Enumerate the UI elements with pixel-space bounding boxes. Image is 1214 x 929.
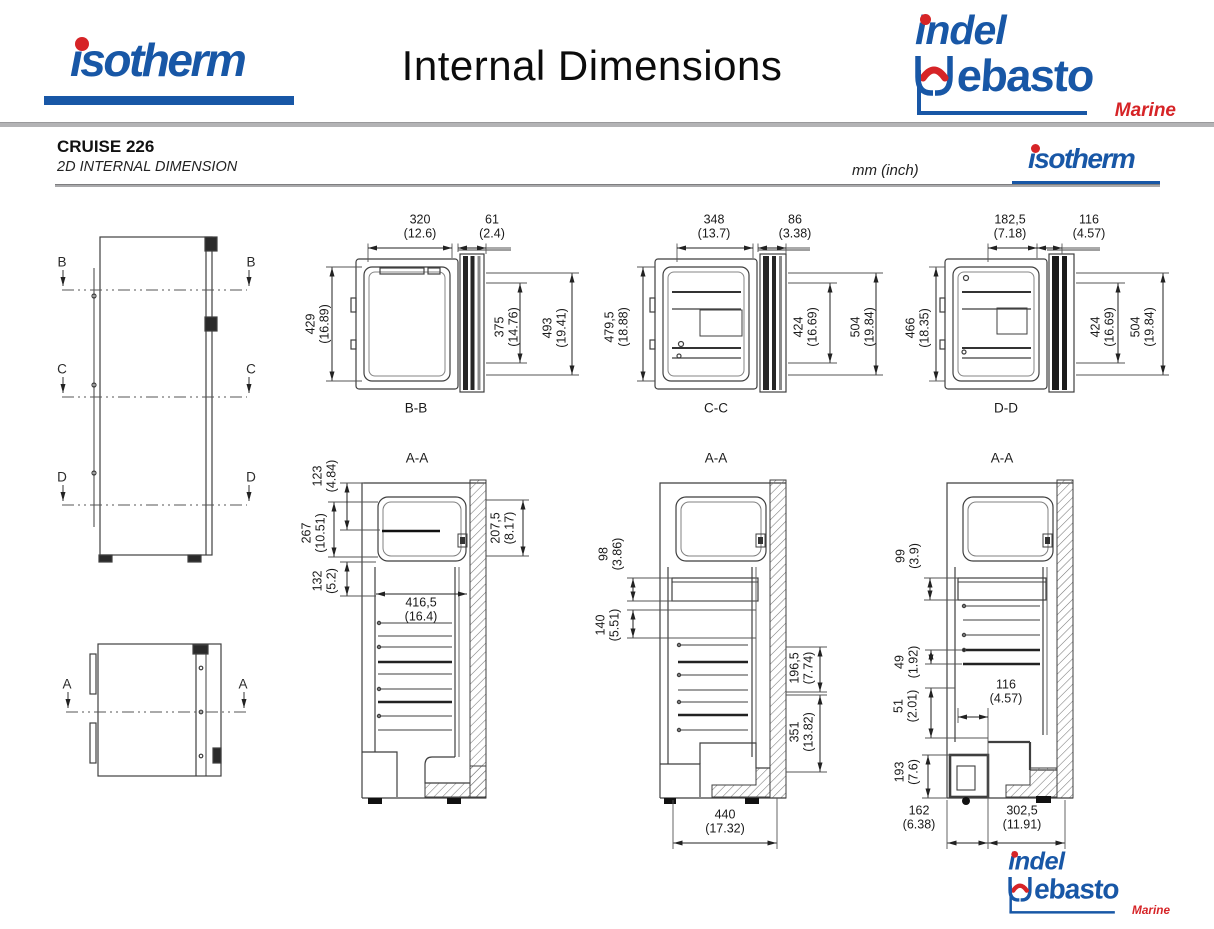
- webasto-logo-text: ebasto: [1033, 873, 1120, 905]
- section-aa1-extension-lines: [328, 482, 529, 597]
- section-title-aa1: A-A: [405, 450, 429, 466]
- isotherm-logo-text: isotherm: [1028, 143, 1136, 174]
- dim-aa3-bottom-left-width: 162(6.38): [902, 803, 936, 832]
- cut-label-b-right: B: [246, 254, 256, 270]
- plan-view-cut-line: [65, 692, 247, 713]
- side-view-drawing: [91, 236, 218, 563]
- indel-logo-dot-icon: [1011, 850, 1019, 858]
- indel-webasto-logo: indel ebasto Marine: [905, 6, 1190, 121]
- dim-aa2-bottom-width: 440(17.32): [705, 807, 745, 836]
- webasto-logo-rule: [1009, 885, 1012, 913]
- section-aa1-dim-lines: [331, 483, 526, 597]
- dim-bb-interior-depth: 320(12.6): [403, 212, 437, 241]
- subheader-divider: [55, 184, 1160, 187]
- isotherm-logo: isotherm: [44, 28, 296, 112]
- dim-aa1-top-offset: 123(4.84): [310, 459, 339, 493]
- dim-aa2-bin-height: 98(3.86): [596, 537, 625, 571]
- section-dd-drawing: [939, 249, 1100, 393]
- dim-dd-overall-height: 504(19.84): [1128, 307, 1157, 347]
- section-title-bb: B-B: [404, 400, 428, 416]
- dim-aa2-upper-right: 196,5(7.74): [787, 651, 816, 685]
- section-title-aa3: A-A: [990, 450, 1014, 466]
- plan-view-drawing: [89, 643, 222, 777]
- sheet-subtitle: 2D INTERNAL DIMENSION: [57, 159, 238, 175]
- dim-aa2-shelf-gap: 140(5.51): [593, 608, 622, 642]
- section-cc-extension-lines: [637, 243, 883, 382]
- cut-label-a-left: A: [62, 676, 72, 692]
- dim-aa1-freezer-depth: 207,5(8.17): [488, 511, 517, 545]
- dim-cc-door-inner-height: 424(16.69): [791, 307, 820, 347]
- section-aa2-dim-lines: [630, 578, 823, 846]
- indel-logo-dot-icon: [920, 14, 931, 25]
- indel-webasto-logo-footer: indel ebasto Marine: [1002, 846, 1179, 917]
- section-cc-dim-lines: [640, 245, 879, 381]
- side-view-cut-arrows: [60, 270, 252, 501]
- cut-label-c-right: C: [246, 361, 256, 377]
- model-name: CRUISE 226: [57, 137, 155, 156]
- dim-aa3-bottom-right-width: 302,5(11.91): [1002, 803, 1042, 832]
- header-divider: [0, 122, 1214, 127]
- isotherm-logo-text: isotherm: [70, 34, 247, 86]
- webasto-logo-rule: [917, 70, 921, 114]
- section-dd-dim-lines: [933, 245, 1166, 381]
- units-note: mm (inch): [852, 162, 919, 179]
- section-title-dd: D-D: [994, 400, 1018, 416]
- section-aa3-extension-lines: [922, 577, 1066, 849]
- indel-logo-text: indel: [915, 7, 1007, 53]
- dim-dd-interior-depth: 182,5(7.18): [993, 212, 1027, 241]
- section-cc-drawing: [649, 249, 810, 393]
- webasto-logo-underline: [917, 111, 1087, 115]
- isotherm-logo-small: isotherm: [1012, 139, 1164, 187]
- dim-aa3-shelf-gap-2: 51(2.01): [891, 689, 920, 723]
- cut-label-d-right: D: [246, 469, 256, 485]
- section-aa3-dim-lines: [925, 578, 1065, 846]
- section-aa3-drawing: [946, 479, 1074, 805]
- section-bb-dim-lines: [329, 245, 575, 381]
- section-aa2-extension-lines: [627, 577, 827, 849]
- isotherm-logo-dot-icon: [75, 37, 89, 51]
- isotherm-logo-dot-icon: [1031, 144, 1040, 153]
- dim-cc-door-depth: 86(3.38): [778, 212, 812, 241]
- dim-aa1-interior-width: 416,5(16.4): [404, 595, 438, 624]
- dim-bb-door-inner-height: 375(14.76): [492, 307, 521, 347]
- isotherm-logo-underline: [1012, 181, 1160, 186]
- marine-tagline: Marine: [1132, 904, 1171, 918]
- marine-tagline: Marine: [1114, 100, 1176, 121]
- section-aa2-drawing: [659, 479, 787, 804]
- section-bb-drawing: [350, 249, 511, 393]
- section-title-aa2: A-A: [704, 450, 728, 466]
- dim-cc-interior-depth: 348(13.7): [697, 212, 731, 241]
- side-view-cut-lines: [62, 289, 247, 506]
- section-title-cc: C-C: [704, 400, 728, 416]
- dim-aa1-freezer-height: 267(10.51): [299, 513, 328, 553]
- cut-label-d-left: D: [57, 469, 67, 485]
- dim-aa1-below-freezer: 132(5.2): [310, 568, 339, 594]
- dim-aa2-lower-right: 351(13.82): [787, 712, 816, 752]
- dim-cc-overall-height: 504(19.84): [848, 307, 877, 347]
- dim-dd-door-depth: 116(4.57): [1072, 212, 1106, 241]
- dim-aa3-compressor-height: 193(7.6): [892, 759, 921, 785]
- dim-bb-door-depth: 61(2.4): [479, 212, 505, 241]
- section-bb-extension-lines: [326, 243, 579, 382]
- dim-cc-interior-height: 479,5(18.88): [602, 307, 631, 347]
- dim-aa3-step-depth: 116(4.57): [989, 677, 1023, 706]
- webasto-logo-underline: [1009, 911, 1115, 914]
- section-aa1-drawing: [361, 479, 487, 804]
- dim-dd-interior-height: 466(18.35): [903, 308, 932, 348]
- section-dd-extension-lines: [929, 243, 1169, 382]
- dim-dd-door-inner-height: 424(16.69): [1088, 307, 1117, 347]
- page-title: Internal Dimensions: [401, 42, 783, 89]
- cut-label-a-right: A: [238, 676, 248, 692]
- dim-bb-overall-height: 493(19.41): [540, 308, 569, 348]
- dim-aa3-shelf-gap-1: 49(1.92): [892, 645, 921, 679]
- dim-aa3-bin-height: 99(3.9): [893, 543, 922, 569]
- cut-label-c-left: C: [57, 361, 67, 377]
- isotherm-logo-underline: [44, 96, 294, 105]
- dim-bb-interior-height: 429(16.89): [303, 304, 332, 344]
- cut-label-b-left: B: [57, 254, 67, 270]
